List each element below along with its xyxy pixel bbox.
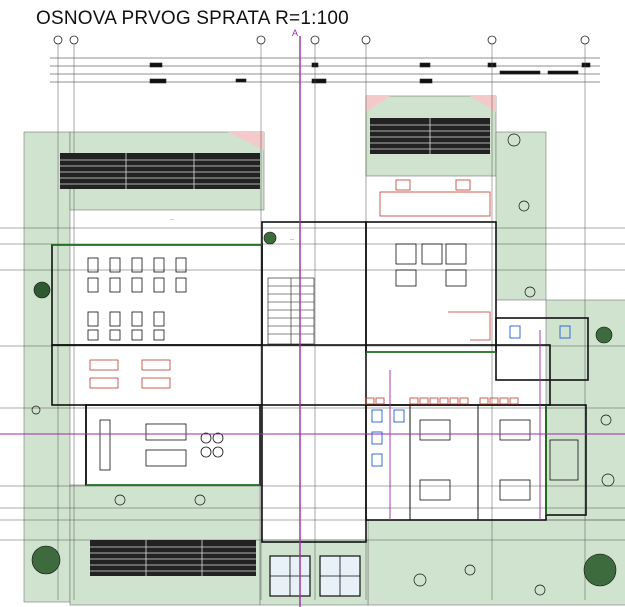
office-furniture (379, 179, 579, 501)
room-labels: — — (170, 216, 294, 241)
section-marker: A (292, 28, 299, 38)
section-line (0, 36, 625, 607)
staircase (267, 277, 315, 345)
sanitary (371, 325, 571, 467)
pavilion (269, 555, 361, 597)
lockers (365, 397, 519, 405)
sun-shading (60, 118, 490, 576)
classroom-furniture (87, 257, 224, 471)
trees (31, 133, 617, 596)
drawing-title: OSNOVA PRVOG SPRATA R=1:100 (36, 8, 349, 29)
dimension-lines (50, 57, 600, 84)
svg-text:—: — (170, 216, 174, 221)
building-walls (51, 221, 589, 543)
svg-text:—: — (290, 236, 294, 241)
glazing (52, 244, 547, 515)
